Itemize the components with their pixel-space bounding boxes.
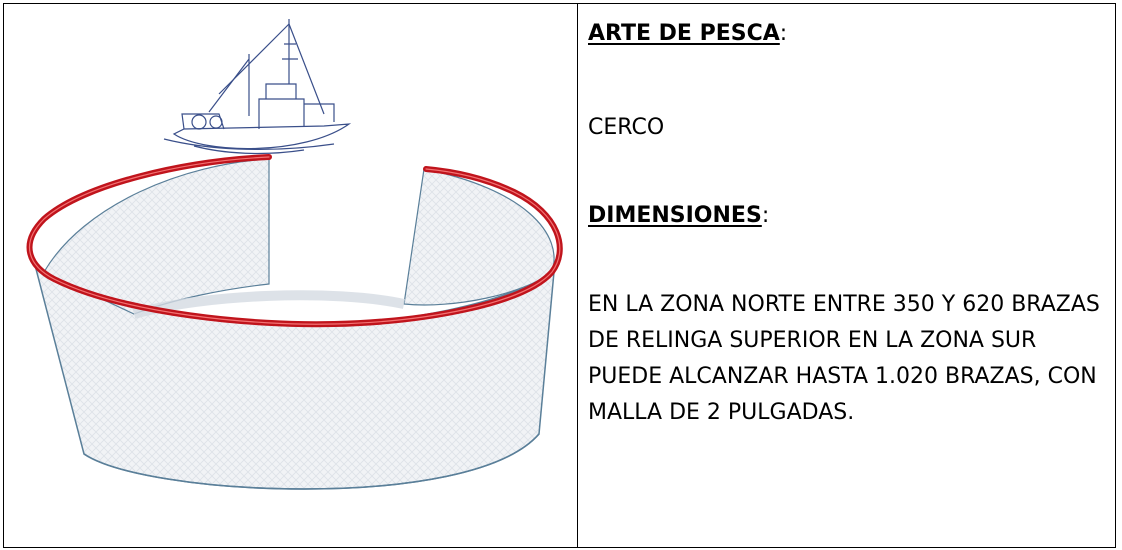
info-table: ARTE DE PESCA: CERCO DIMENSIONES: EN LA … [3, 3, 1116, 548]
purse-seine-illustration [26, 19, 563, 490]
dimensions-description: EN LA ZONA NORTE ENTRE 350 Y 620 BRAZAS … [588, 292, 1100, 425]
lead-line [83, 433, 540, 490]
float-line-highlight [28, 156, 561, 325]
net-inner-bottom [132, 290, 406, 319]
dimensions-label: DIMENSIONES [588, 203, 762, 228]
net-back-panel-left [43, 158, 270, 315]
details-cell: ARTE DE PESCA: CERCO DIMENSIONES: EN LA … [578, 4, 1115, 547]
dimensions-heading: DIMENSIONES: [588, 203, 770, 228]
illustration-cell [4, 4, 578, 547]
fishing-gear-value: CERCO [588, 115, 665, 140]
fishing-gear-label: ARTE DE PESCA [588, 21, 780, 46]
fishing-gear-heading: ARTE DE PESCA: [588, 21, 788, 46]
fishing-boat [163, 19, 352, 155]
